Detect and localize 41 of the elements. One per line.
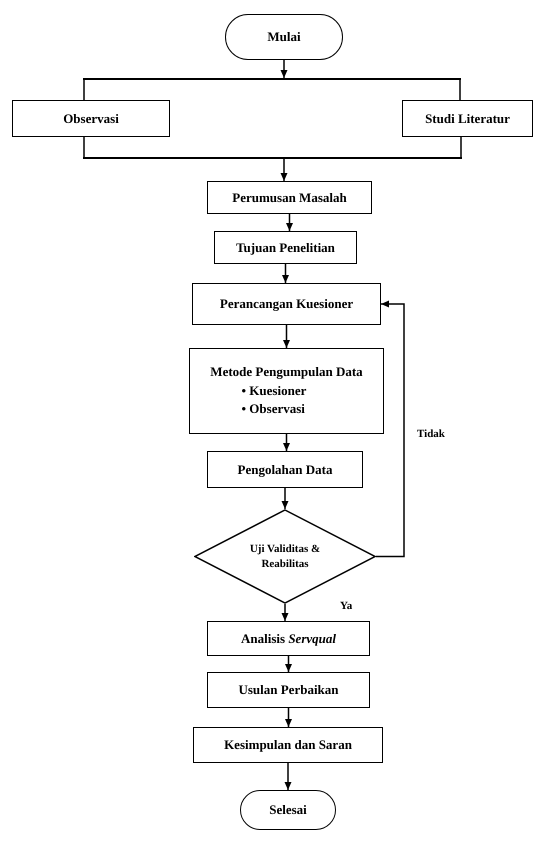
node-label: Analisis Servqual <box>241 630 336 646</box>
arrow <box>282 264 289 283</box>
node-label: Observasi <box>63 110 119 126</box>
node-label: Mulai <box>267 29 301 45</box>
arrow <box>283 434 290 451</box>
arrow <box>285 708 292 727</box>
process-box <box>214 231 357 264</box>
node-label: Selesai <box>269 802 307 818</box>
process-box <box>207 451 363 488</box>
process-box <box>402 100 533 137</box>
list-item: • Observasi <box>242 400 305 418</box>
process-box <box>12 100 170 137</box>
terminator-shape <box>225 14 343 60</box>
node-label: Studi Literatur <box>425 110 510 126</box>
process-box <box>207 672 370 708</box>
node-label: Perumusan Masalah <box>232 190 347 206</box>
arrow <box>282 488 288 509</box>
node-label: Tujuan Penelitian <box>236 240 335 256</box>
edge-label: Ya <box>339 600 354 612</box>
node-label: Pengolahan Data <box>238 462 332 478</box>
process-box <box>189 348 384 434</box>
node-label: Kesimpulan dan Saran <box>224 737 352 753</box>
arrow <box>285 656 292 672</box>
terminator-shape <box>240 790 336 830</box>
process-box <box>193 727 383 763</box>
node-label: Usulan Perbaikan <box>238 682 339 698</box>
node-label: Perancangan Kuesioner <box>220 296 354 312</box>
process-box <box>207 181 372 214</box>
arrow <box>283 325 290 348</box>
list-item: • Kuesioner <box>242 382 306 400</box>
edge-label: Tidak <box>416 428 446 440</box>
box-heading: Metode Pengumpulan Data <box>210 364 363 380</box>
arrow <box>282 604 288 621</box>
arrow <box>284 763 292 790</box>
process-box <box>207 621 370 656</box>
arrow <box>280 159 288 181</box>
arrow <box>286 214 293 231</box>
node-label: Uji Validitas & Reabilitas <box>248 542 322 572</box>
arrow <box>376 300 405 558</box>
arrow <box>280 60 288 78</box>
process-box <box>192 283 381 325</box>
